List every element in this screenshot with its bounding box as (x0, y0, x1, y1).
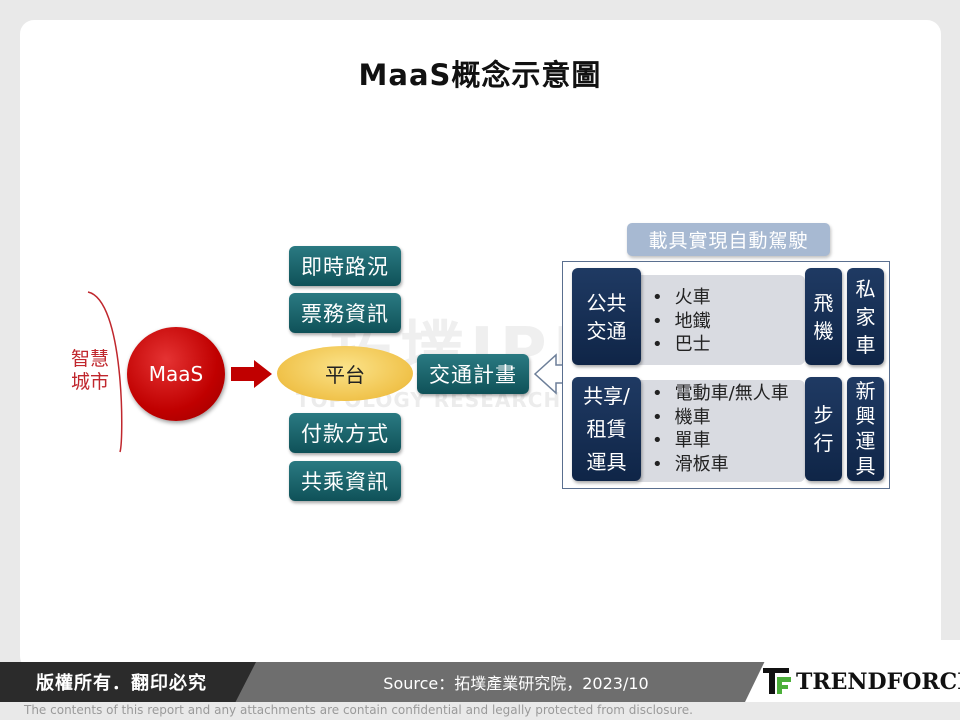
list-item: 單車 (652, 429, 789, 453)
public-label-line2: 交通 (586, 318, 627, 343)
transport-plan-box: 交通計畫 (417, 354, 529, 394)
platform-ellipse: 平台 (277, 346, 413, 401)
list-item: 地鐵 (652, 310, 711, 334)
list-item: 滑板車 (652, 453, 789, 477)
shared-rental-box: 共享/ 租賃 運具 (572, 377, 641, 481)
smart-city-label: 智慧 城市 (64, 348, 116, 394)
smart-city-line2: 城市 (70, 371, 109, 393)
payment-box: 付款方式 (289, 413, 401, 453)
list-item: 火車 (652, 286, 711, 310)
private-char3: 車 (855, 332, 876, 357)
shared-label-line2: 租賃 (586, 416, 627, 441)
private-char1: 私 (855, 276, 876, 301)
emerging-char1: 新 (855, 379, 876, 403)
public-items-list: 火車 地鐵 巴士 (652, 286, 711, 357)
airplane-box: 飛 機 (805, 268, 842, 365)
emerging-transport-box: 新 興 運 具 (847, 377, 884, 481)
autonomous-vehicles-header: 載具實現自動駕駛 (627, 223, 830, 256)
walking-box: 步 行 (805, 377, 842, 481)
source-label: Source：拓墣產業研究院，2023/10 (383, 674, 649, 693)
airplane-char1: 飛 (813, 290, 834, 315)
private-car-box: 私 家 車 (847, 268, 884, 365)
trendforce-logo-icon (763, 668, 791, 694)
emerging-char3: 運 (855, 429, 876, 453)
disclaimer-text: The contents of this report and any atta… (24, 703, 693, 717)
walking-char2: 行 (813, 431, 834, 455)
realtime-traffic-box: 即時路況 (289, 246, 401, 286)
list-item: 機車 (652, 406, 789, 430)
public-label-line1: 公共 (586, 290, 627, 315)
public-transport-box: 公共 交通 (572, 268, 641, 365)
trendforce-brand: TRENDFORCE (796, 669, 960, 695)
copyright-label: 版權所有．翻印必究 (0, 662, 256, 702)
emerging-char2: 興 (855, 404, 876, 428)
emerging-char4: 具 (855, 454, 876, 478)
maas-circle: MaaS (127, 327, 225, 421)
private-char2: 家 (855, 304, 876, 329)
smart-city-line1: 智慧 (70, 348, 109, 370)
page-title: MaaS概念示意圖 (358, 58, 602, 92)
rideshare-box: 共乘資訊 (289, 461, 401, 501)
walking-char1: 步 (813, 403, 834, 427)
list-item: 巴士 (652, 333, 711, 357)
shared-label-line3: 運具 (586, 449, 627, 474)
shared-label-line1: 共享/ (583, 383, 630, 408)
list-item: 電動車/無人車 (652, 382, 789, 406)
shared-items-list: 電動車/無人車 機車 單車 滑板車 (652, 382, 789, 476)
airplane-char2: 機 (813, 318, 834, 343)
ticketing-box: 票務資訊 (289, 293, 401, 333)
